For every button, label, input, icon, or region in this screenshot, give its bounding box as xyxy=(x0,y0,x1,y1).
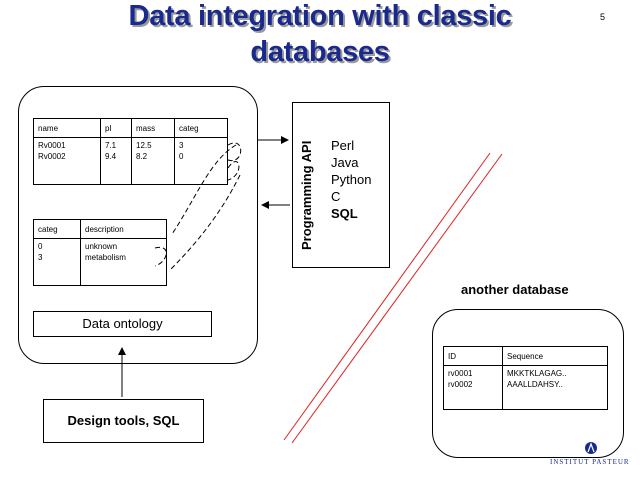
table-cell-value: MKKTKLAGAG.. xyxy=(507,369,567,378)
api-language-perl: Perl xyxy=(331,138,355,153)
title-line-2: databases xyxy=(250,36,390,68)
protein-table-cell: 7.1 9.4 xyxy=(100,137,132,185)
page-number: 5 xyxy=(600,12,606,22)
table-cell-value: rv0001 xyxy=(448,369,473,378)
table-cell-value: 3 xyxy=(179,141,184,150)
table-cell-value: unknown xyxy=(85,242,118,251)
category-table: categ description 0 3 unknown metabolism xyxy=(33,219,167,286)
protein-table-cell: 12.5 8.2 xyxy=(131,137,175,185)
separator-line xyxy=(291,153,503,444)
table-cell-value: 0 xyxy=(179,152,184,161)
relation-curve xyxy=(154,246,167,267)
table-cell-value: 8.2 xyxy=(136,152,148,161)
table-cell-value: rv0002 xyxy=(448,380,473,389)
api-language-sql: SQL xyxy=(331,206,358,221)
protein-table: name pI mass categ Rv0001 Rv0002 7.1 9.4… xyxy=(33,118,228,185)
table-cell-value: 0 xyxy=(38,242,43,251)
design-tools-label: Design tools, SQL xyxy=(67,413,180,428)
table-cell-value: 3 xyxy=(38,253,43,262)
table-cell-value: Rv0002 xyxy=(38,152,66,161)
table-cell-value: AAALLDAHSY.. xyxy=(507,380,563,389)
sequence-table-cell: rv0001 rv0002 xyxy=(443,365,503,410)
data-ontology-label: Data ontology xyxy=(82,316,163,331)
table-cell-value: metabolism xyxy=(85,253,126,262)
programming-api-box xyxy=(292,102,390,268)
category-table-cell: unknown metabolism xyxy=(80,238,167,286)
slide-title: Data integration with classic databases xyxy=(70,0,570,70)
relation-curve xyxy=(169,174,241,271)
relation-curve xyxy=(227,161,240,181)
table-cell-value: 12.5 xyxy=(136,141,152,150)
another-database-label: another database xyxy=(461,282,569,297)
sequence-table-cell: MKKTKLAGAG.. AAALLDAHSY.. xyxy=(502,365,608,410)
title-line-1: Data integration with classic xyxy=(128,0,512,32)
category-table-cell: 0 3 xyxy=(33,238,81,286)
design-tools-box: Design tools, SQL xyxy=(43,399,204,443)
data-ontology-box: Data ontology xyxy=(33,311,212,337)
api-language-java: Java xyxy=(331,155,359,170)
table-cell-value: 9.4 xyxy=(105,152,117,161)
api-language-c: C xyxy=(331,189,341,204)
table-cell-value: 7.1 xyxy=(105,141,117,150)
api-language-python: Python xyxy=(331,172,372,187)
protein-table-cell: 3 0 xyxy=(174,137,228,185)
separator-line xyxy=(283,152,491,441)
relation-curve xyxy=(171,144,237,235)
institut-pasteur-logo xyxy=(585,442,597,454)
institut-pasteur-text: INSTITUT PASTEUR xyxy=(550,458,630,466)
table-cell-value: Rv0001 xyxy=(38,141,66,150)
api-language-list: Perl Java Python C SQL xyxy=(331,137,371,222)
sequence-table: ID Sequence rv0001 rv0002 MKKTKLAGAG.. A… xyxy=(443,346,608,410)
relation-curve xyxy=(227,142,242,161)
